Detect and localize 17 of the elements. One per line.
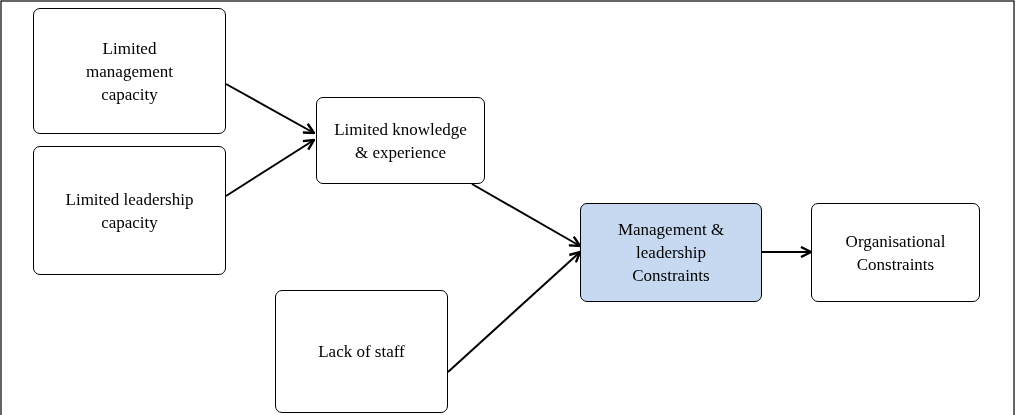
process-box — [316, 97, 485, 184]
box-label: Limited leadership capacity — [64, 188, 195, 234]
process-box — [275, 290, 448, 413]
highlighted-box — [580, 203, 762, 302]
arrow — [447, 250, 582, 373]
arrow — [225, 83, 316, 135]
box-label: Management & leadership Constraints — [616, 219, 726, 287]
arrow — [761, 245, 813, 259]
process-box — [33, 8, 226, 134]
process-box — [33, 146, 226, 275]
box-label: Limited knowledge & experience — [333, 118, 468, 164]
box-label: Organisational Constraints — [844, 230, 947, 276]
box-label: Limited management capacity — [85, 37, 174, 106]
arrow — [225, 138, 316, 197]
process-box — [811, 203, 980, 302]
box-label: Lack of staff — [318, 341, 405, 363]
arrow — [471, 183, 582, 248]
